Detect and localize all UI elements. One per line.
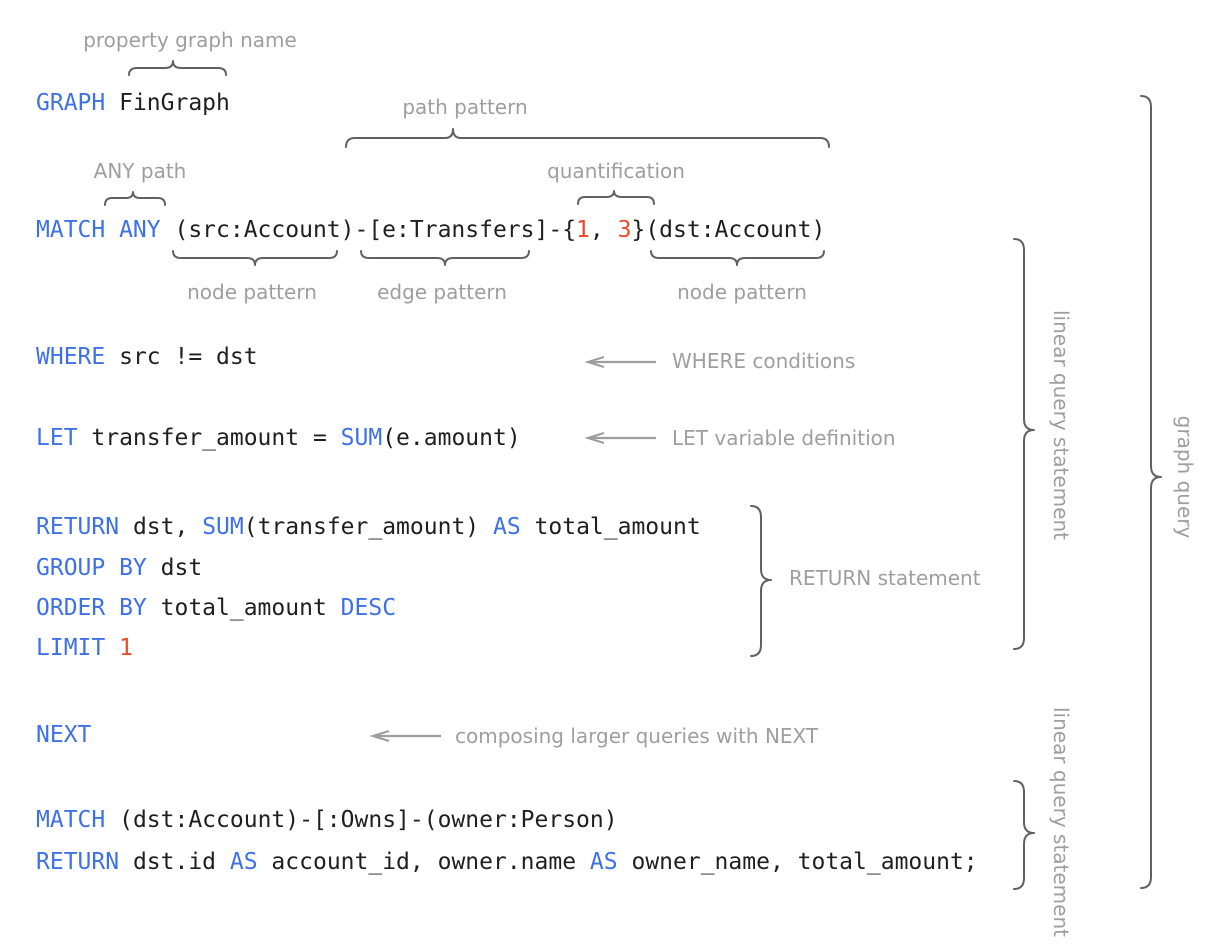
code-line-return-1: RETURN dst, SUM(transfer_amount) AS tota… xyxy=(36,512,701,542)
code-line-limit: LIMIT 1 xyxy=(36,633,133,663)
code-token: 3 xyxy=(617,217,632,243)
code-token: src != dst xyxy=(105,344,258,370)
label-node-pattern-src: node pattern xyxy=(187,280,317,304)
code-token: SUM xyxy=(202,514,244,540)
return-statement-brace xyxy=(750,505,772,657)
code-token: RETURN xyxy=(36,514,120,540)
code-token: AS xyxy=(589,849,618,875)
label-linear-query-statement-1: linear query statement xyxy=(1049,310,1073,540)
code-token: LET xyxy=(36,425,78,451)
code-token: total_amount xyxy=(520,514,701,540)
code-token: WHERE xyxy=(36,344,106,370)
fingraph-overbrace xyxy=(128,60,227,76)
linear-query-statement-brace-2 xyxy=(1013,780,1035,890)
code-token xyxy=(105,635,119,661)
code-token: FinGraph xyxy=(105,90,230,116)
code-token: MATCH xyxy=(36,807,106,833)
code-line-graph: GRAPH FinGraph xyxy=(36,88,230,118)
code-token: owner_name, total_amount; xyxy=(617,849,978,875)
code-token: DESC xyxy=(340,595,397,621)
label-let-definition: LET variable definition xyxy=(672,426,896,450)
code-line-order-by: ORDER BY total_amount DESC xyxy=(36,593,396,623)
node-pattern-src-underbrace xyxy=(172,250,338,266)
code-token: AS xyxy=(492,514,521,540)
code-token: dst xyxy=(146,555,203,581)
code-token: dst, xyxy=(119,514,203,540)
label-property-graph-name: property graph name xyxy=(83,28,297,52)
next-composition-arrow xyxy=(369,729,443,743)
code-line-next: NEXT xyxy=(36,720,91,750)
label-linear-query-statement-2: linear query statement xyxy=(1049,707,1073,937)
code-token: 1 xyxy=(119,635,133,661)
code-token: SUM xyxy=(340,425,383,451)
code-token: (dst:Account)-[:Owns]-(owner:Person) xyxy=(105,807,618,833)
code-line-return-2: RETURN dst.id AS account_id, owner.name … xyxy=(36,847,978,877)
code-line-group-by: GROUP BY dst xyxy=(36,553,202,583)
label-quantification: quantification xyxy=(547,159,685,183)
code-token: transfer_amount = xyxy=(77,425,341,451)
label-path-pattern: path pattern xyxy=(402,95,528,119)
code-token: AS xyxy=(229,849,258,875)
label-any-path: ANY path xyxy=(93,159,187,183)
quantification-overbrace xyxy=(577,190,655,205)
code-token: , xyxy=(589,217,618,243)
label-next-composition: composing larger queries with NEXT xyxy=(455,724,819,748)
code-line-match-2: MATCH (dst:Account)-[:Owns]-(owner:Perso… xyxy=(36,805,618,835)
any-path-overbrace xyxy=(104,191,166,206)
label-where-conditions: WHERE conditions xyxy=(672,349,856,373)
code-token: ORDER BY xyxy=(36,595,147,621)
code-token: (e.amount) xyxy=(382,425,521,451)
code-token: MATCH ANY xyxy=(36,217,161,243)
where-conditions-arrow xyxy=(584,355,658,369)
code-token: GROUP BY xyxy=(36,555,147,581)
let-definition-arrow xyxy=(584,431,658,445)
code-token: RETURN xyxy=(36,849,120,875)
label-node-pattern-dst: node pattern xyxy=(677,280,807,304)
code-token: account_id, owner.name xyxy=(257,849,590,875)
graph-query-brace xyxy=(1140,95,1162,889)
code-token: (transfer_amount) xyxy=(243,514,493,540)
linear-query-statement-brace-1 xyxy=(1013,238,1035,650)
code-token: total_amount xyxy=(146,595,341,621)
code-token: 1 xyxy=(576,217,590,243)
code-line-match-any: MATCH ANY (src:Account)-[e:Transfers]-{1… xyxy=(36,215,825,245)
edge-pattern-underbrace xyxy=(360,250,530,266)
code-token: }(dst:Account) xyxy=(631,217,826,243)
label-graph-query: graph query xyxy=(1173,415,1197,539)
label-return-statement: RETURN statement xyxy=(789,566,981,590)
node-pattern-dst-underbrace xyxy=(650,250,825,266)
code-token: (src:Account)-[e:Transfers]-{ xyxy=(160,217,577,243)
code-token: LIMIT xyxy=(36,635,106,661)
code-line-where: WHERE src != dst xyxy=(36,342,258,372)
code-token: GRAPH xyxy=(36,90,106,116)
path-pattern-overbrace xyxy=(345,128,830,148)
code-token: NEXT xyxy=(36,722,92,748)
code-line-let: LET transfer_amount = SUM(e.amount) xyxy=(36,423,521,453)
label-edge-pattern: edge pattern xyxy=(377,280,507,304)
code-token: dst.id xyxy=(119,849,230,875)
